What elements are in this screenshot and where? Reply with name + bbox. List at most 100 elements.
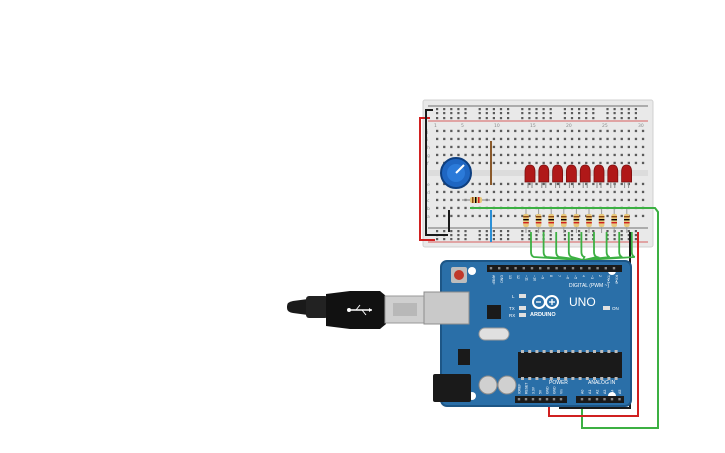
wire-green-digital[interactable]: [555, 232, 601, 271]
wire-green-analog[interactable]: [470, 207, 659, 429]
rail-hole: [563, 238, 566, 241]
rail-hole: [507, 238, 510, 241]
breadboard-hole: [549, 137, 552, 141]
wire-green-digital[interactable]: [580, 232, 586, 271]
resistor-icon[interactable]: [548, 209, 554, 233]
rail-hole: [528, 230, 531, 233]
potentiometer-icon[interactable]: [440, 157, 472, 189]
rail-hole: [606, 117, 609, 120]
header-pin: [612, 267, 616, 270]
resistor-icon[interactable]: [586, 209, 592, 233]
wire-green-digital[interactable]: [565, 232, 610, 271]
usb-cable-icon[interactable]: [287, 291, 426, 329]
breadboard-hole: [521, 214, 524, 218]
rail-hole: [450, 117, 453, 120]
breadboard-hole: [443, 214, 446, 218]
power-pin-label: 3.3V: [532, 386, 536, 394]
breadboard-hole: [634, 145, 638, 149]
wire-green-digital[interactable]: [573, 232, 601, 271]
breadboard-hole: [641, 190, 645, 194]
breadboard-hole: [464, 153, 467, 157]
wire-green-digital[interactable]: [550, 232, 636, 271]
rail-hole: [634, 234, 637, 237]
breadboard-hole: [443, 182, 446, 186]
rail-hole: [457, 230, 460, 233]
header-pin: [489, 267, 493, 270]
resistor-icon[interactable]: [624, 209, 630, 233]
resistor-icon[interactable]: [573, 209, 580, 233]
led-icon[interactable]: [524, 164, 536, 188]
rail-hole: [499, 112, 503, 115]
on-label: ON: [612, 306, 619, 311]
rail-hole: [620, 117, 623, 120]
led-icon[interactable]: [538, 164, 550, 188]
breadboard-hole: [542, 137, 545, 141]
rail-hole: [542, 117, 545, 120]
breadboard[interactable]: j i h g f e d c b a 1 5 10 15 20 25 30: [422, 99, 654, 248]
resistor-icon[interactable]: [561, 209, 567, 233]
breadboard-hole: [570, 198, 574, 202]
header-pin: [603, 398, 606, 401]
rail-hole: [549, 234, 552, 237]
header-pin: [580, 398, 584, 401]
led-icon[interactable]: [593, 164, 605, 188]
resistor-icon[interactable]: [611, 209, 617, 233]
resistor-icon[interactable]: [598, 209, 605, 233]
rail-hole: [457, 238, 460, 241]
rail-hole: [585, 108, 588, 111]
breadboard-hole: [499, 182, 503, 186]
rail-hole: [464, 108, 467, 111]
breadboard-hole: [436, 206, 439, 210]
rail-hole: [620, 238, 623, 241]
reset-button[interactable]: [451, 267, 467, 283]
breadboard-hole: [542, 129, 545, 133]
wire-green-digital[interactable]: [542, 232, 608, 271]
rail-hole: [549, 117, 552, 120]
breadboard-hole: [514, 145, 517, 149]
breadboard-hole: [585, 137, 588, 141]
breadboard-hole: [492, 190, 496, 194]
header-pin: [524, 398, 528, 401]
breadboard-hole: [599, 153, 602, 157]
row-letter-a: a: [427, 215, 430, 220]
breadboard-hole: [492, 161, 496, 165]
led-icon[interactable]: [566, 164, 577, 188]
wire-green-digital[interactable]: [530, 232, 615, 271]
l-label: L: [512, 294, 515, 299]
breadboard-row-letters: j i h g f e d c b a: [426, 129, 430, 220]
resistor-icon[interactable]: [535, 209, 542, 233]
breadboard-hole: [443, 190, 446, 194]
breadboard-hole: [499, 145, 503, 149]
led-icon[interactable]: [607, 164, 619, 188]
breadboard-hole: [485, 145, 488, 149]
breadboard-hole: [627, 161, 630, 165]
led-icon[interactable]: [552, 164, 563, 188]
resistor-icon[interactable]: [462, 197, 490, 203]
digital-pin-label: RX◂0: [615, 275, 619, 284]
col-number-30: 30: [638, 123, 644, 129]
rail-hole: [620, 234, 623, 237]
header-pin: [530, 267, 534, 270]
wire-green-digital[interactable]: [567, 232, 593, 271]
tx-label: TX: [509, 306, 515, 311]
breadboard-hole: [492, 214, 496, 218]
led-icon[interactable]: [579, 164, 591, 188]
power-pin-label: Vin: [560, 389, 564, 394]
rail-hole: [570, 234, 574, 237]
rail-hole: [592, 230, 595, 233]
rail-hole: [563, 112, 566, 115]
breadboard-hole: [499, 137, 503, 141]
col-number-20: 20: [566, 123, 572, 129]
resistor-icon[interactable]: [523, 209, 529, 233]
led-icon[interactable]: [621, 164, 632, 188]
breadboard-hole: [478, 182, 481, 186]
breadboard-hole: [641, 198, 645, 202]
analog-header: [576, 396, 624, 403]
rail-hole: [499, 117, 503, 120]
wire-black-left[interactable]: [425, 109, 448, 236]
col-number-1: 1: [434, 123, 437, 129]
rail-hole: [634, 112, 637, 115]
rail-hole: [485, 108, 488, 111]
breadboard-hole: [450, 198, 453, 202]
